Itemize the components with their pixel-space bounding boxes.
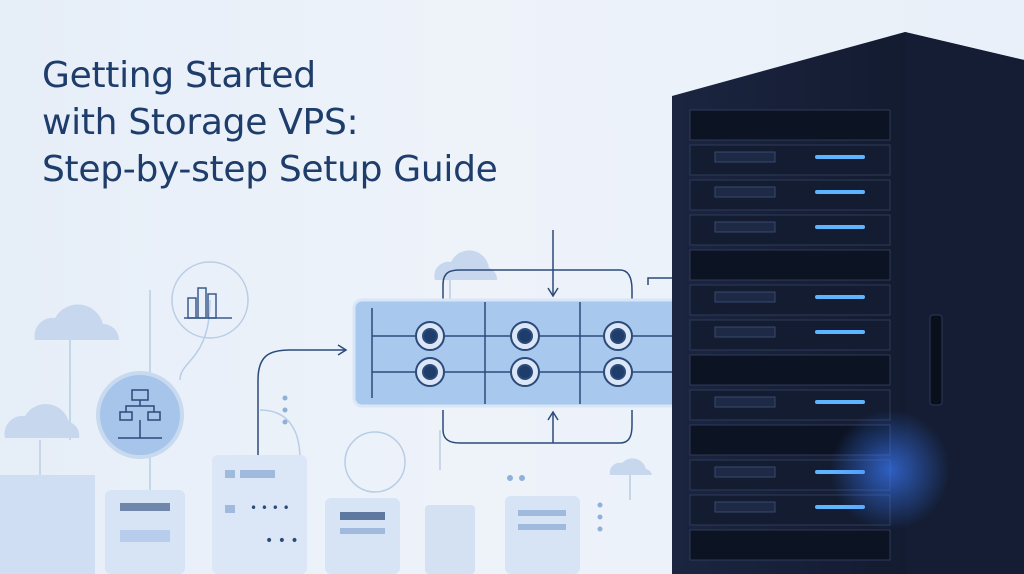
server-cards: • • • • • • •: [0, 395, 603, 574]
page-title: Getting Started with Storage VPS: Step-b…: [42, 52, 498, 193]
server-rack: [672, 32, 1024, 574]
title-line-3: Step-by-step Setup Guide: [42, 149, 498, 190]
cloud-icon: [4, 250, 652, 475]
network-tree-icon: [96, 371, 184, 459]
background-lines: [39, 261, 631, 500]
svg-text:• • • •: • • • •: [250, 501, 290, 515]
title-line-1: Getting Started: [42, 55, 316, 96]
svg-text:• • •: • • •: [265, 533, 299, 549]
title-line-2: with Storage VPS:: [42, 102, 359, 143]
bar-chart-icon: [184, 287, 232, 319]
